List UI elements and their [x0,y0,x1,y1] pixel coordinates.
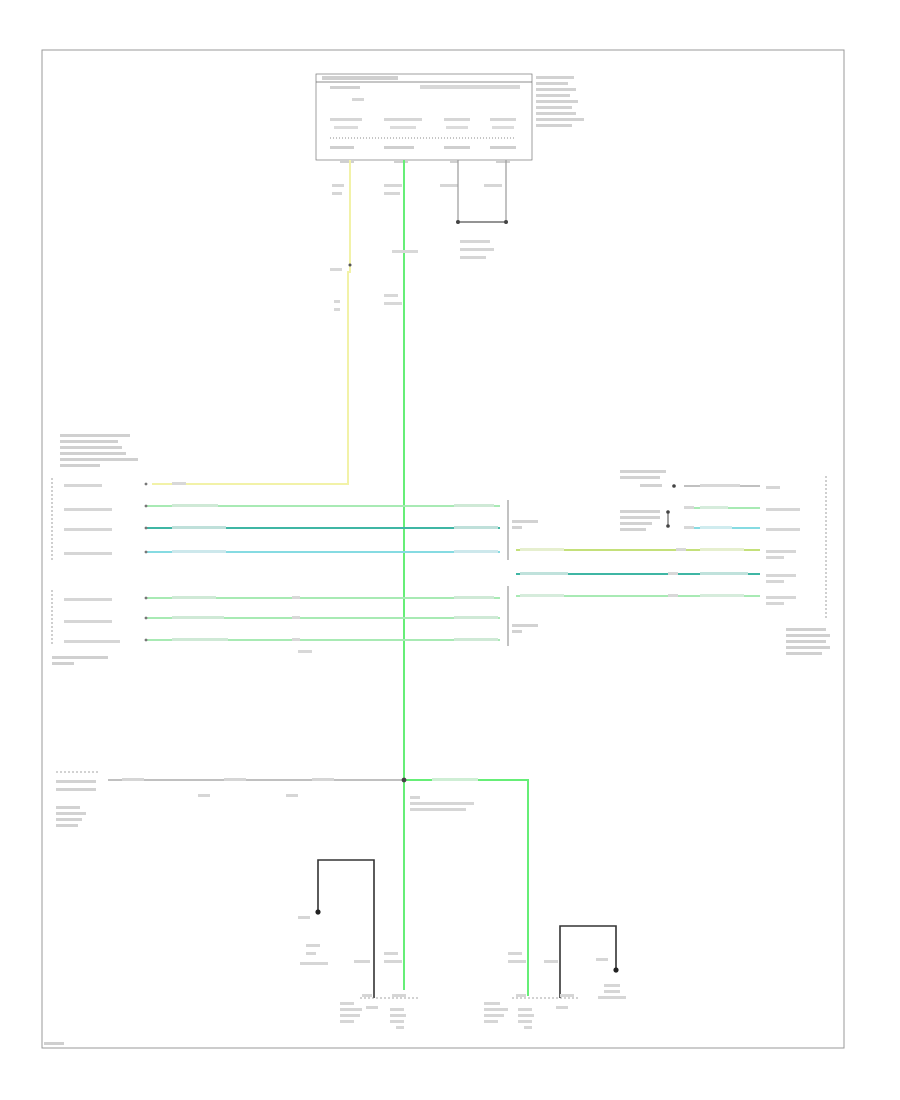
splice-dot-icon [348,263,352,267]
lower-left-switch [56,771,404,827]
wire-green-branch [404,779,529,996]
connector-pin-icon [144,482,148,642]
diagram-frame [41,49,845,1049]
left-ground [298,859,402,998]
right-lamp [484,994,580,1029]
wire-yellow [152,160,351,485]
top-module-pin-labels [332,160,510,195]
wire-pair-jumper [456,160,508,259]
left-lamp [340,994,420,1029]
figure-id [44,1042,64,1045]
right-module [766,476,830,655]
splice-dot-icon [401,777,407,783]
signal-wires-left [146,482,500,653]
top-module [315,73,584,161]
right-ground [508,925,626,999]
inline-connector [507,500,538,646]
signal-wires-right [516,470,760,597]
left-sensor-assembly [51,434,138,665]
